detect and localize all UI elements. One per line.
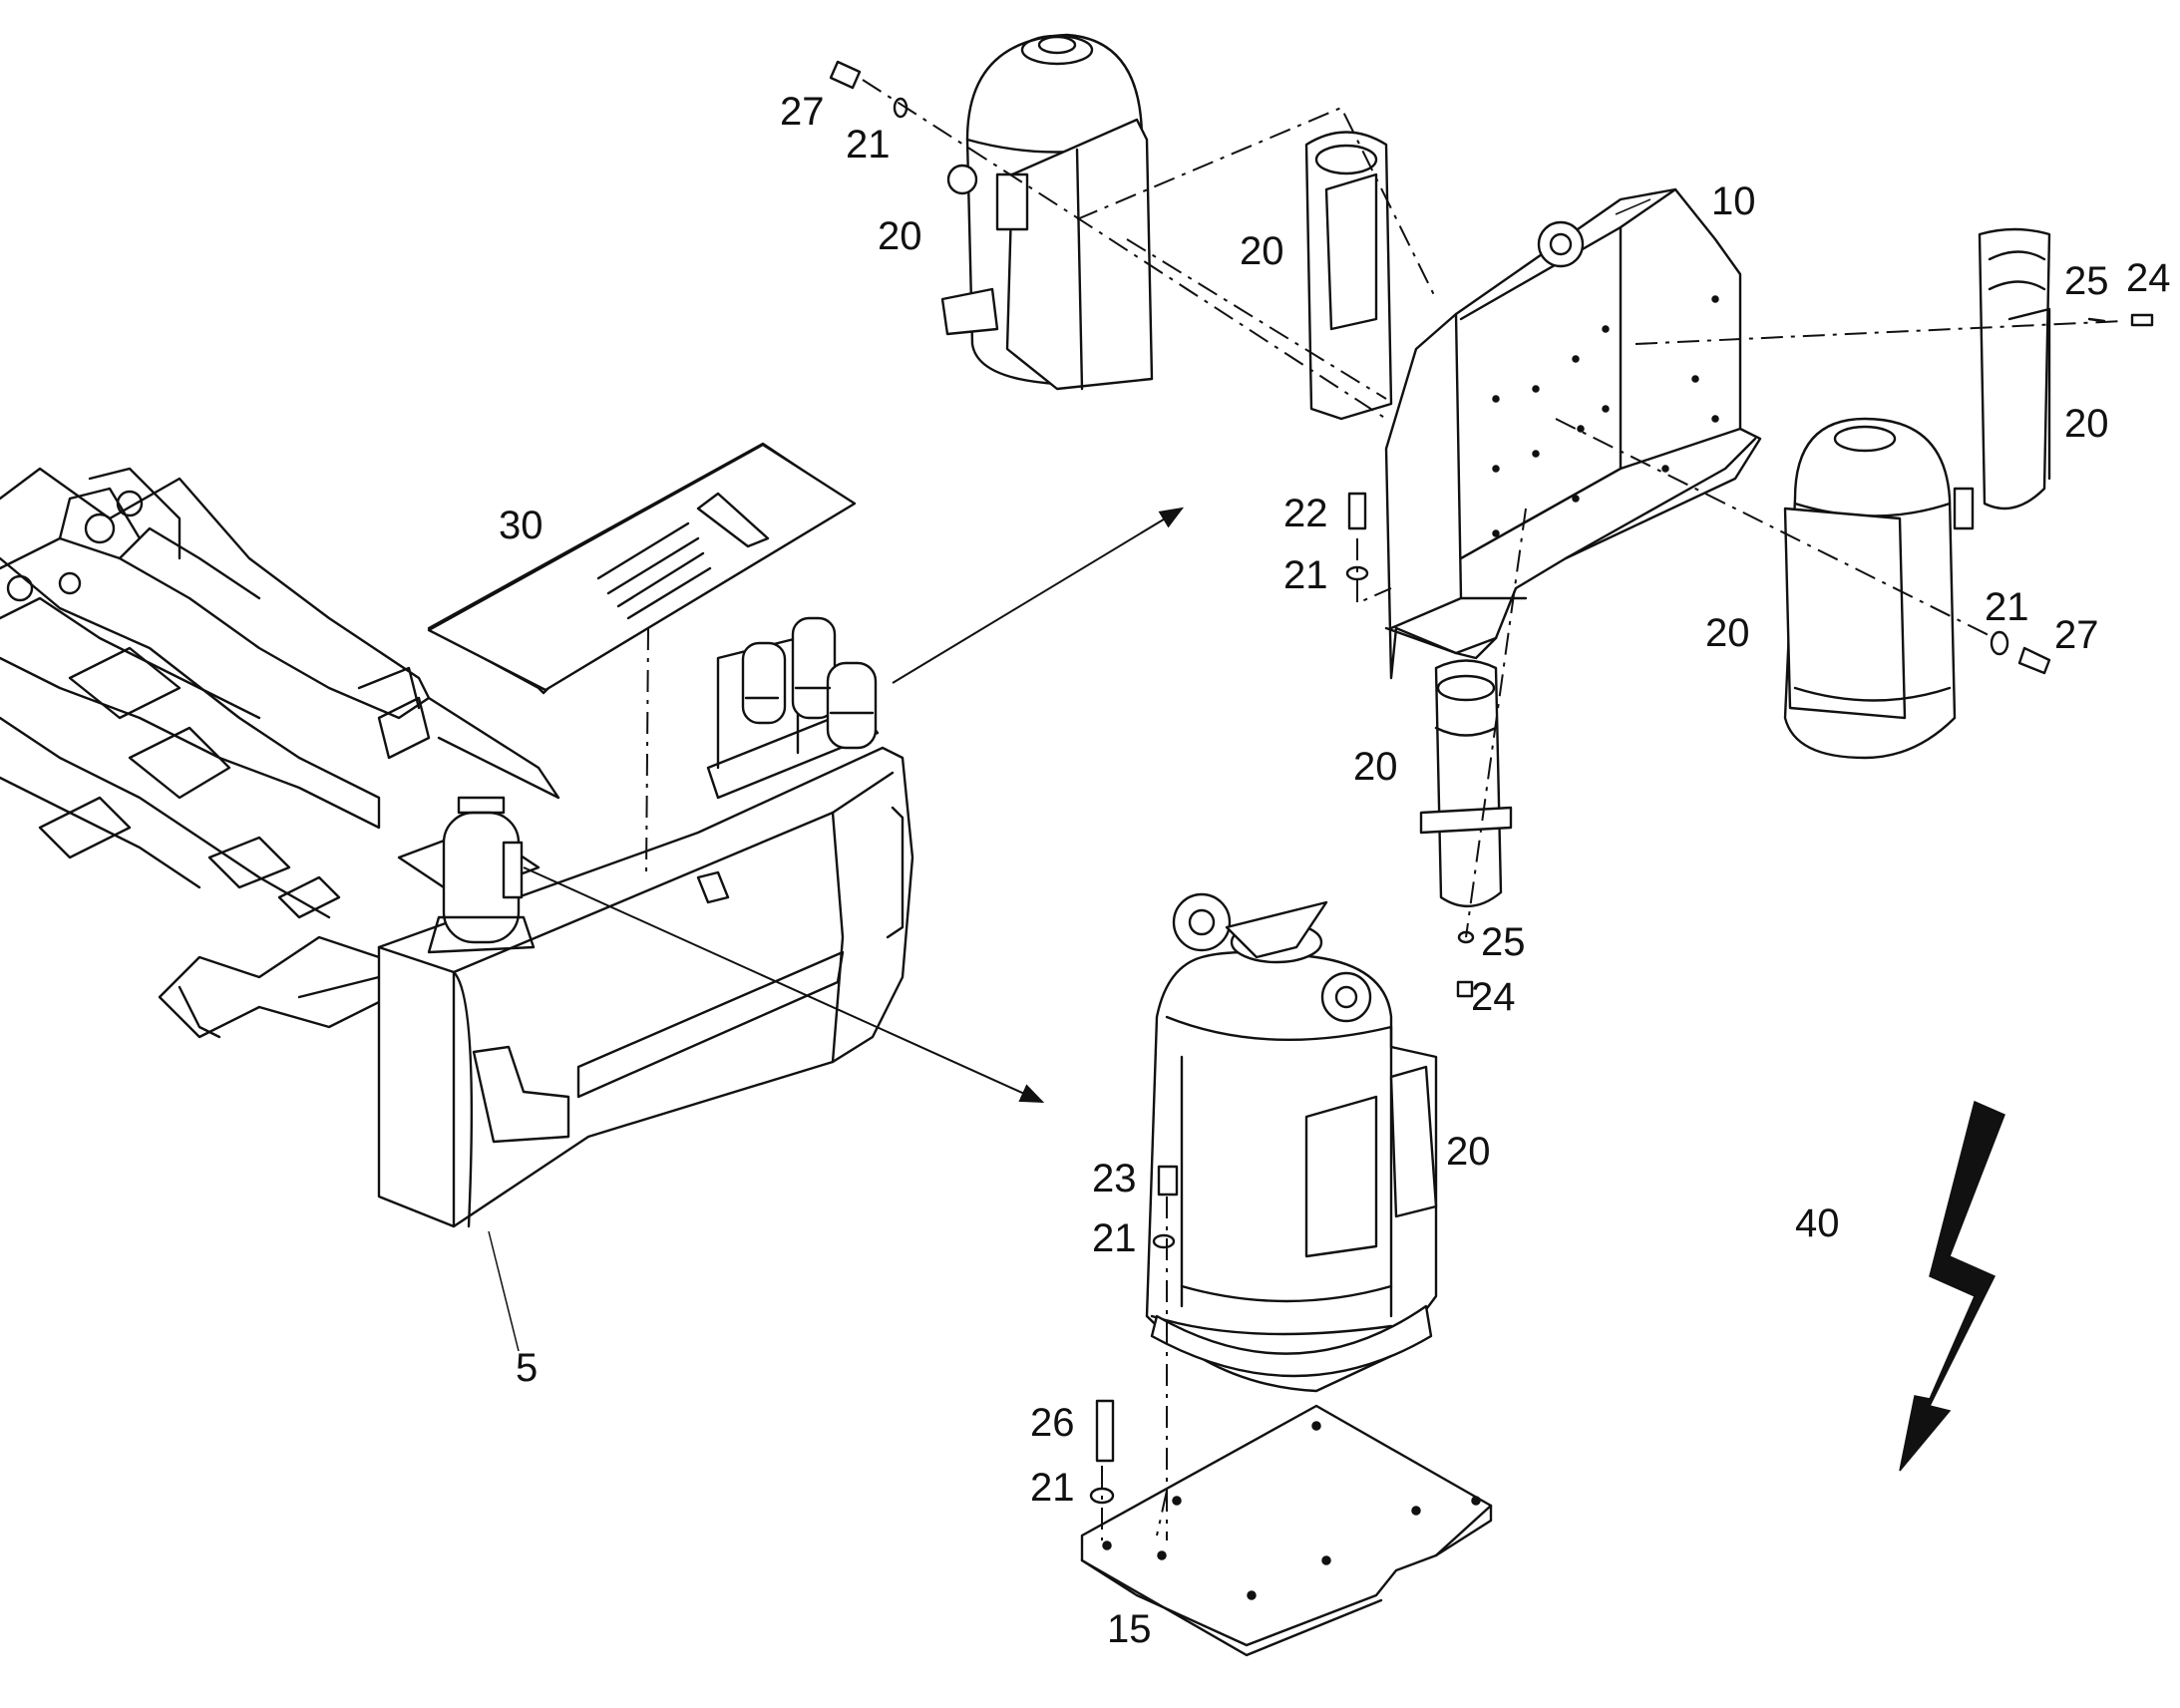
callout-5-housing: 5 (516, 1346, 538, 1390)
canister-group-on-housing (427, 616, 878, 954)
callout-10-bracket: 10 (1711, 179, 1756, 223)
slim-bracket-right (1978, 227, 2051, 511)
callout-21-mid: 21 (1283, 553, 1328, 597)
callout-20-cylinder-right: 20 (1705, 611, 1750, 655)
callout-20-slim-upper: 20 (1240, 229, 1284, 273)
chassis-frame (0, 467, 560, 1039)
callout-27-top: 27 (780, 90, 825, 134)
cylinder-top-left (940, 33, 1154, 391)
leader-lines (488, 198, 1651, 1352)
callout-21-right: 21 (1985, 585, 2029, 629)
callout-24-lower: 24 (1471, 975, 1516, 1019)
housing-body (377, 636, 914, 1228)
callout-21-lower: 21 (1092, 1216, 1137, 1260)
callout-20-slim-right: 20 (2064, 402, 2109, 446)
cylinder-slim-lower (1419, 659, 1513, 908)
callout-26: 26 (1030, 1401, 1075, 1445)
callout-25-right: 25 (2064, 259, 2109, 303)
explode-arrows (523, 507, 1185, 1103)
base-plate (1080, 1404, 1493, 1657)
callout-20-cylinder-large: 20 (1446, 1130, 1491, 1174)
callout-25-lower: 25 (1481, 920, 1526, 964)
callout-24-right: 24 (2126, 256, 2171, 300)
mounting-bracket (1384, 187, 1762, 680)
callout-22: 22 (1283, 492, 1328, 535)
cylinder-large (1145, 892, 1438, 1393)
callout-30-cover: 30 (499, 504, 544, 547)
callout-labels: 27 21 20 20 10 25 24 20 30 22 21 21 27 2… (499, 90, 2171, 1651)
callout-21-top: 21 (846, 123, 891, 167)
callout-15-base-plate: 15 (1107, 1607, 1152, 1651)
callout-23: 23 (1092, 1157, 1137, 1200)
callout-21-bottom: 21 (1030, 1466, 1075, 1510)
cover-plate (427, 442, 857, 695)
callout-27-right: 27 (2054, 613, 2099, 657)
callout-20-slim-lower: 20 (1353, 745, 1398, 789)
assembly-lines (645, 79, 2125, 1540)
electrical-hazard-symbol (1899, 1100, 2005, 1472)
cylinder-slim-upper (1304, 131, 1393, 421)
cylinder-right (1783, 417, 1975, 760)
callout-20-top-left: 20 (878, 214, 922, 258)
callout-40-symbol: 40 (1795, 1201, 1840, 1245)
